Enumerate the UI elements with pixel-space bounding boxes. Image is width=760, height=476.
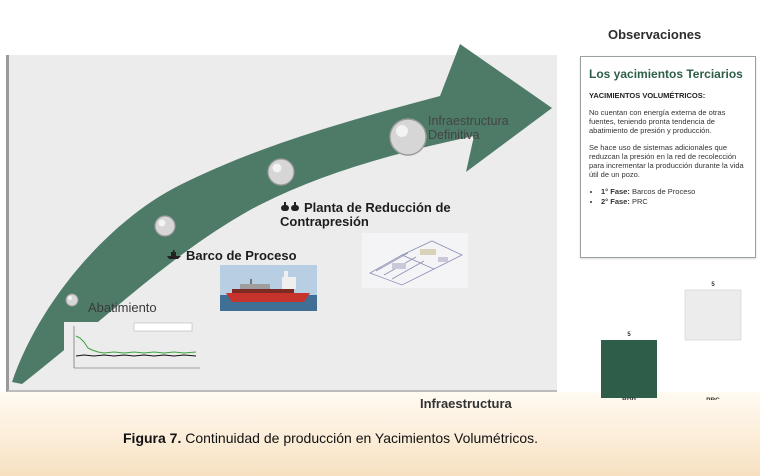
milestone-circle-icon: [267, 158, 295, 186]
bar-value-label: 5: [627, 332, 631, 338]
plant-icon: [280, 201, 300, 215]
stage-barco-de-proceso: Barco de Proceso: [166, 248, 297, 263]
stage-barco-label: Barco de Proceso: [186, 248, 297, 263]
phase-list: 1° Fase: Barcos de Proceso 2° Fase: PRC: [589, 187, 747, 207]
milestone-circle-icon: [65, 293, 79, 307]
ship-photo: [220, 265, 317, 311]
caption-text: Continuidad de producción en Yacimientos…: [181, 430, 539, 446]
bar-category-label: BDP: [622, 397, 636, 400]
phase-item: 2° Fase: PRC: [601, 197, 747, 207]
milestone-circle-icon: [389, 118, 427, 156]
plant-schematic: [362, 233, 468, 288]
observations-title: Observaciones: [608, 27, 702, 42]
observations-box: Los yacimientos Terciarios YACIMIENTOS V…: [580, 56, 756, 258]
observations-paragraph-1: No cuentan con energía externa de otras …: [589, 108, 726, 135]
phase-item: 1° Fase: Barcos de Proceso: [601, 187, 747, 197]
stage-abatimiento: Abatimiento: [88, 300, 157, 315]
observations-paragraph-2: Se hace uso de sistemas adicionales que …: [589, 143, 744, 179]
milestone-circle-icon: [154, 215, 176, 237]
phase-bar-chart: 5BDP 5PRC: [601, 282, 742, 400]
bar-bdp: [601, 340, 657, 398]
observations-heading: Los yacimientos Terciarios: [589, 67, 743, 81]
stage-planta-label: Planta de Reducción de Contrapresión: [280, 200, 451, 229]
caption-prefix: Figura 7.: [123, 430, 182, 446]
bar-category-label: PRC: [706, 397, 720, 400]
stage-planta-reduccion: Planta de Reducción de Contrapresión: [280, 201, 470, 229]
bar-value-label: 5: [711, 282, 715, 288]
bar-prc: [684, 289, 742, 341]
x-axis-label: Infraestructura: [420, 396, 512, 411]
ship-icon: [166, 249, 182, 263]
stage-infraestructura-definitiva: Infraestructura Definitiva: [428, 114, 509, 142]
figure-caption: Figura 7. Continuidad de producción en Y…: [123, 430, 538, 446]
background-watermark: [0, 392, 760, 476]
pressure-decline-chart: [64, 322, 204, 380]
observations-subheading: YACIMIENTOS VOLUMÉTRICOS:: [589, 91, 706, 100]
